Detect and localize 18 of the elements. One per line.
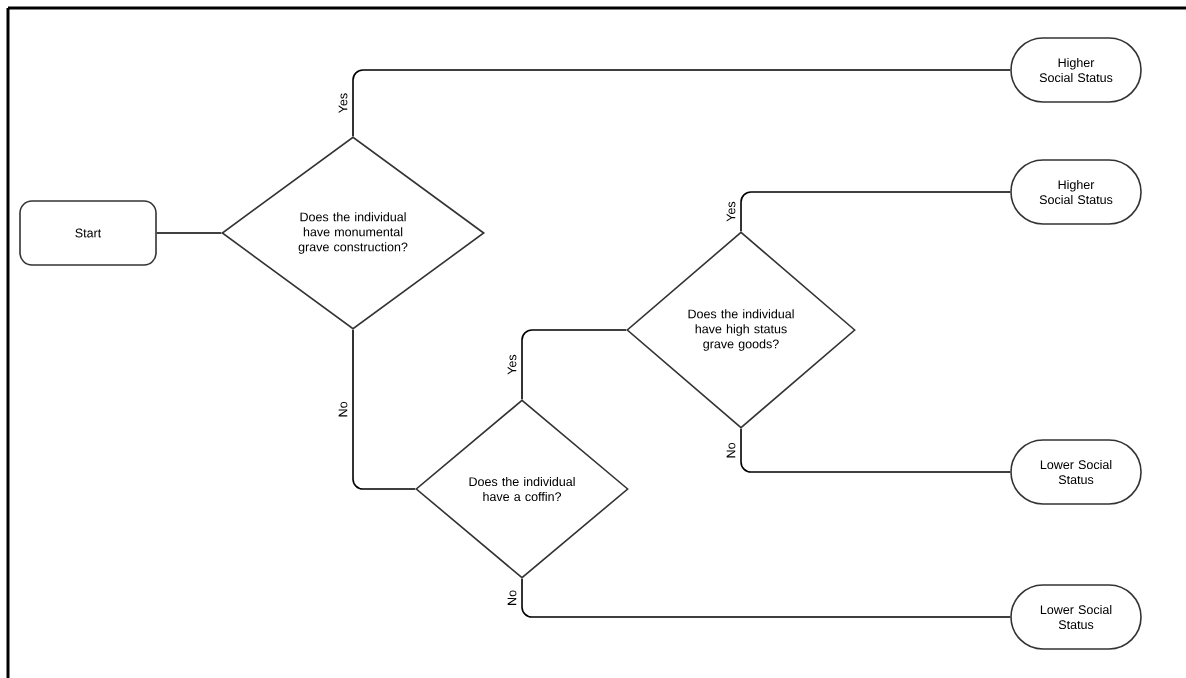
terminal-box: Higher Social Status: [1010, 159, 1142, 225]
edge-label: Yes: [507, 354, 517, 375]
connector: [521, 578, 1011, 618]
connector: [740, 428, 1011, 473]
edge-label: No: [507, 590, 517, 605]
connector: [352, 329, 416, 490]
connector: [156, 232, 222, 234]
start-box: Start: [19, 200, 157, 266]
edge-label: Yes: [338, 93, 348, 113]
terminal-box: Lower Social Status: [1010, 439, 1142, 505]
connector: [352, 69, 1011, 137]
edge-label: Yes: [726, 201, 736, 222]
connector: [740, 191, 1011, 232]
edge-label: No: [726, 442, 736, 458]
edge-label: No: [338, 401, 348, 417]
terminal-box: Lower Social Status: [1010, 584, 1142, 650]
connector: [521, 329, 627, 400]
terminal-box: Higher Social Status: [1010, 37, 1142, 103]
